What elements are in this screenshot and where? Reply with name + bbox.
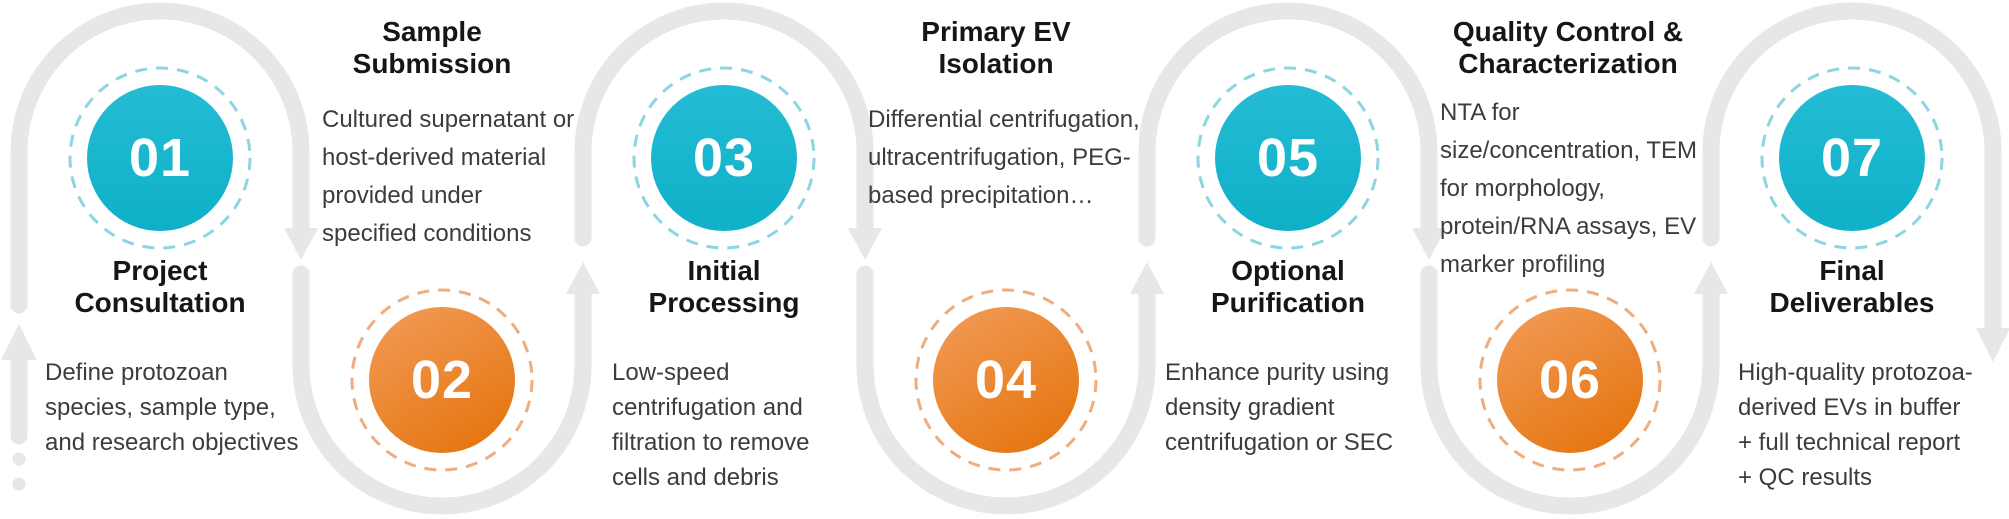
dashed-ring-orange: [914, 288, 1098, 472]
step-1-number: 01: [128, 128, 192, 188]
step-2-title: Sample Submission: [352, 16, 512, 79]
dashed-ring-orange: [1478, 288, 1662, 472]
step-7-circle: [1779, 85, 1925, 231]
step-2-number: 02: [410, 350, 474, 410]
step-1-title: Project Consultation: [74, 255, 246, 318]
arrow-down-icon: [1976, 328, 2009, 362]
step-5-circle: [1215, 85, 1361, 231]
step-3-circle: [651, 85, 797, 231]
step-circles: [87, 85, 1925, 453]
arch-segment-3: [1138, 2, 1438, 247]
u-segment-2: [856, 265, 1156, 515]
dashed-ring-teal: [68, 66, 252, 250]
step-4-number: 04: [974, 350, 1038, 410]
step-1-description: Define protozoan species, sample type, a…: [45, 359, 299, 456]
step-6-title: Quality Control & Characterization: [1452, 16, 1684, 79]
step-3-title: Initial Processing: [648, 255, 800, 318]
arch-segment-4: [1702, 2, 2002, 337]
step-3-description: Low-speed centrifugation and filtration …: [612, 359, 810, 491]
step-2-circle: [369, 307, 515, 453]
arrow-up-icon: [1130, 262, 1164, 294]
step-2-description: Cultured supernatant or host-derived mat…: [322, 106, 575, 247]
arrow-down-icon: [1412, 228, 1446, 260]
step-5-number: 05: [1256, 128, 1320, 188]
arrow-up-icon: [566, 262, 600, 294]
arrow-down-icon: [848, 228, 882, 260]
step-1-circle: [87, 85, 233, 231]
trail-dot: [12, 452, 26, 466]
dashed-rings: [68, 66, 1944, 472]
dashed-ring-teal: [1196, 66, 1380, 250]
step-4-description: Differential centrifugation, ultracentri…: [868, 106, 1140, 209]
step-7-number: 07: [1820, 128, 1884, 188]
arrow-down-icon: [284, 228, 318, 260]
dashed-ring-orange: [350, 288, 534, 472]
arrow-up-icon: [1694, 262, 1728, 294]
step-5-title: Optional Purification: [1210, 255, 1365, 318]
dashed-ring-teal: [1760, 66, 1944, 250]
arch-segment-1: [10, 2, 310, 314]
step-4-title: Primary EV Isolation: [921, 16, 1071, 79]
arch-segment-2: [574, 2, 874, 247]
step-6-circle: [1497, 307, 1643, 453]
arrowheads-and-dots: [1, 228, 2009, 491]
step-6-description: NTA for size/concentration, TEM for morp…: [1440, 99, 1698, 278]
step-4-circle: [933, 307, 1079, 453]
step-3-number: 03: [692, 128, 756, 188]
step-7-description: High-quality protozoa- derived EVs in bu…: [1738, 359, 1973, 491]
u-segment-3: [1420, 265, 1720, 515]
trail-dot: [12, 477, 26, 491]
arrow-up-icon: [1, 324, 37, 360]
snake-connector-lines: [10, 2, 2002, 515]
dashed-ring-teal: [632, 66, 816, 250]
u-segment-1: [292, 265, 592, 515]
step-5-description: Enhance purity using density gradient ce…: [1165, 359, 1394, 456]
step-6-number: 06: [1538, 350, 1602, 410]
step-7-title: Final Deliverables: [1769, 255, 1935, 318]
